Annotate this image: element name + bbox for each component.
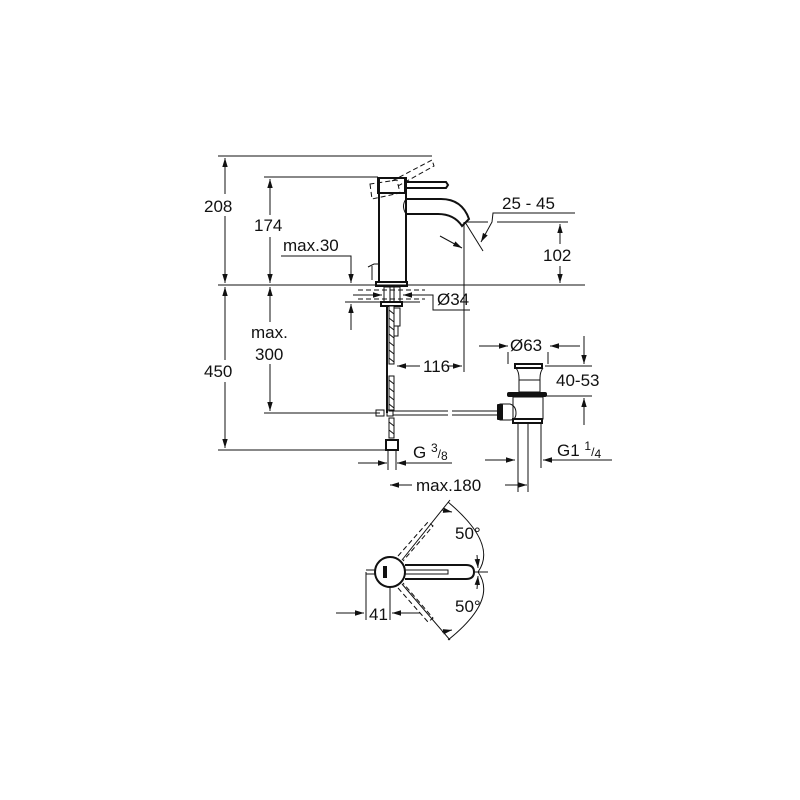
lever-right-position-dashed: [397, 582, 434, 623]
dim-63-label: Ø63: [510, 336, 542, 355]
dim-4053-label: 40-53: [556, 371, 599, 390]
dim-180-label: max.180: [416, 476, 481, 495]
angle-arrow-right: [480, 212, 575, 243]
dim-450-label: 450: [204, 362, 232, 381]
rotation-limit-upper: [401, 499, 451, 561]
hose-fitting-2: [393, 325, 399, 337]
hose-fitting-1: [393, 307, 401, 327]
waste-body: [512, 396, 544, 420]
dim-174-label: 174: [254, 216, 282, 235]
faucet-top-circle: [374, 556, 406, 588]
dim-34-label: Ø34: [437, 290, 469, 309]
angle-line: [464, 221, 484, 252]
linkage-clip: [375, 409, 385, 417]
dim-300-label-2: 300: [255, 345, 283, 364]
lever-groove: [405, 569, 449, 575]
spout-joint: [403, 198, 407, 215]
dim-116-label: 116: [423, 357, 450, 376]
dim-208-label: 208: [204, 197, 232, 216]
rotation-limit-lower: [401, 583, 451, 641]
waste-outlet-ring: [512, 418, 543, 424]
supply-hose-bottom: [388, 417, 395, 439]
supply-hose-lower: [388, 375, 395, 412]
supply-connector-nut: [385, 439, 399, 451]
dim-g38-label: G 3/8: [413, 441, 448, 463]
dim-41-label: 41: [369, 605, 388, 624]
waste-linkage-nut: [497, 404, 503, 420]
waste-valve: [497, 363, 547, 492]
dim-34-leader: [426, 294, 470, 311]
lever-cap: [377, 177, 406, 194]
dim-g114-label: G1 1/4: [557, 439, 601, 461]
angle-arrow-left: [439, 235, 463, 249]
waste-seal: [507, 392, 547, 397]
side-view: 208 174 max.30 Ø34: [200, 155, 612, 495]
angle-label: 25 - 45: [502, 194, 555, 213]
dim-max30-leader: [281, 255, 354, 283]
mounting-nut: [383, 286, 401, 303]
lever-left-position-dashed: [397, 521, 434, 562]
lever-alt-position-dashed: [369, 179, 401, 200]
popup-rod: [367, 263, 380, 280]
dim-max30-label: max.30: [283, 236, 339, 255]
waste-flange: [514, 363, 543, 369]
mounting-washer: [380, 301, 403, 307]
base-flange: [375, 281, 408, 287]
waste-linkage-housing: [499, 403, 517, 421]
spout: [406, 198, 471, 228]
rotation-arc: [447, 501, 485, 641]
top-view: 41 50° 50°: [336, 499, 488, 641]
faucet-outlet-mark: [383, 566, 387, 578]
dim-300-label-1: max.: [251, 323, 288, 342]
lever-top-view: [405, 564, 476, 580]
lever-raised-dashed: [391, 159, 435, 187]
angle-50-lower-label: 50°: [455, 597, 481, 616]
lever-handle: [405, 181, 450, 189]
dim-102-label: 102: [543, 246, 571, 265]
angle-50-upper-label: 50°: [455, 524, 481, 543]
